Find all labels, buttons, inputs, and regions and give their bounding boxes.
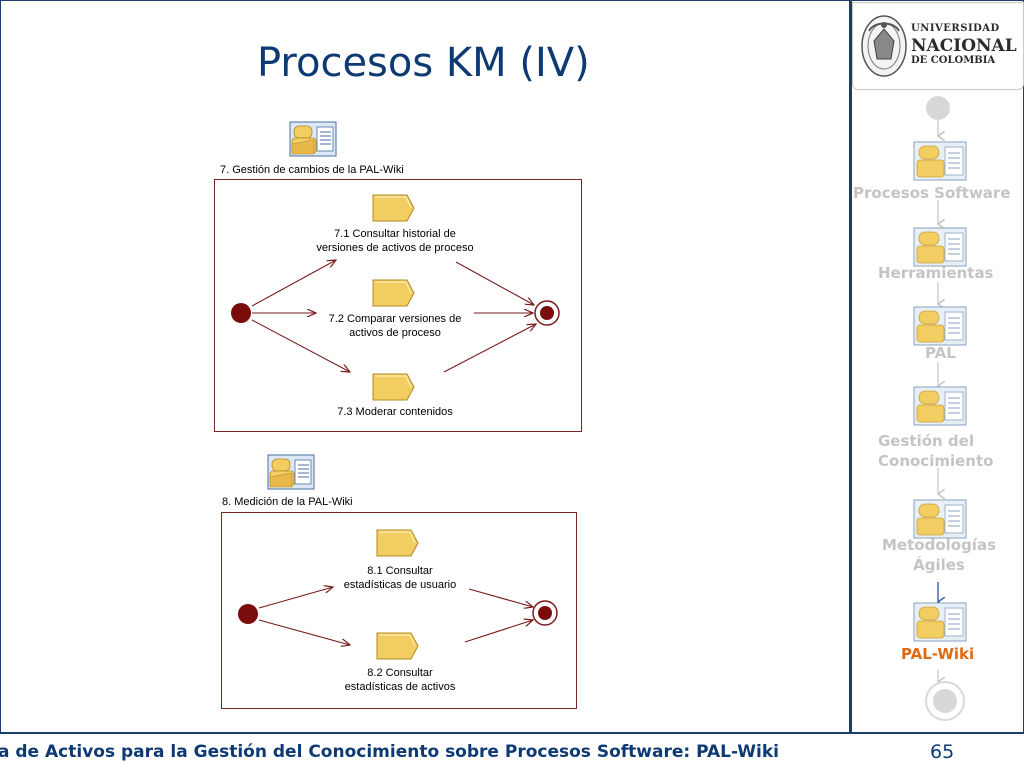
end-node-icon [534, 300, 560, 326]
sidebar-divider [849, 0, 852, 732]
activity-7-3-label: 7.3 Moderar contenidos [337, 406, 453, 418]
flow-arrows-7 [251, 260, 536, 372]
start-node-icon [231, 303, 251, 323]
nav-end-icon [925, 681, 965, 721]
nav-item-pal[interactable]: PAL [925, 344, 956, 362]
logo-line-3: DE COLOMBIA [911, 55, 996, 66]
nav-icon-pal-wiki[interactable] [913, 602, 967, 642]
footer-title: a de Activos para la Gestión del Conocim… [0, 742, 779, 762]
nav-icon-pal[interactable] [913, 306, 967, 346]
logo-line-2: NACIONAL [911, 36, 1017, 56]
crest-icon [861, 15, 907, 77]
diagram-7-label: 7. Gestión de cambios de la PAL-Wiki [220, 164, 404, 176]
nav-item-pal-wiki[interactable]: PAL-Wiki [901, 645, 975, 663]
nav-icon-procesos-software[interactable] [913, 141, 967, 181]
nav-item-procesos-software[interactable]: Procesos Software [853, 184, 1011, 202]
nav-item-herramientas[interactable]: Herramientas [878, 264, 994, 282]
page-number: 65 [930, 741, 955, 763]
nav-flow-canvas [913, 96, 967, 721]
nav-icon-herramientas[interactable] [913, 227, 967, 267]
end-node-icon [532, 600, 558, 626]
diagrams-canvas [231, 121, 560, 660]
diagram-8-label: 8. Medición de la PAL-Wiki [222, 496, 353, 508]
nav-icon-metodologias-agiles[interactable] [913, 499, 967, 539]
flow-arrows-8 [258, 587, 533, 645]
footer-bar: a de Activos para la Gestión del Conocim… [0, 732, 1024, 770]
start-node-icon [238, 604, 258, 624]
nav-start-icon [926, 96, 950, 120]
logo-line-1: UNIVERSIDAD [911, 23, 1000, 34]
slide-title: Procesos KM (IV) [257, 40, 590, 86]
nav-icon-gestion-conocimiento[interactable] [913, 386, 967, 426]
university-logo: UNIVERSIDAD NACIONAL DE COLOMBIA [852, 2, 1024, 90]
